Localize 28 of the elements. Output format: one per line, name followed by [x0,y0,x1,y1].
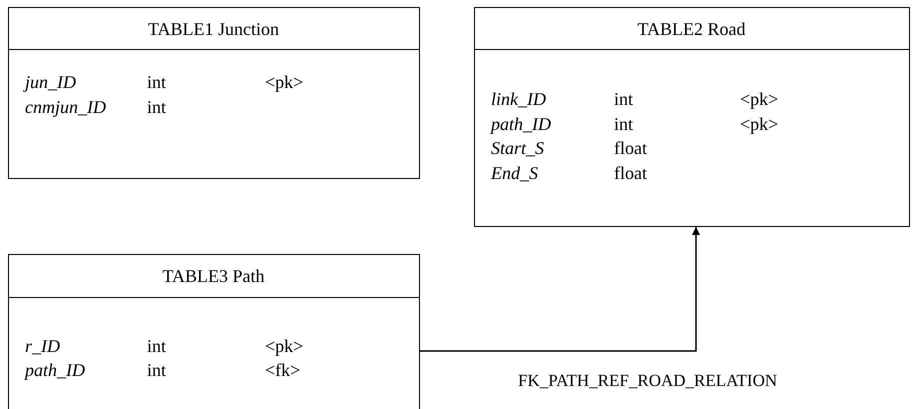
field-name: path_ID [25,360,85,380]
field-name: r_ID [25,336,60,356]
field-name: Start_S [491,138,544,158]
data-type: int [614,89,634,109]
field-name: jun_ID [25,72,76,92]
table-title: TABLE3 Path [161,266,266,286]
field-name: link_ID [491,89,546,109]
data-type: float [614,138,647,158]
key-marker: <pk> [265,336,304,356]
table-title: TABLE1 Junction [146,19,280,39]
table-box [8,254,420,409]
arrow [420,227,700,352]
field-name: path_ID [491,114,551,134]
data-type: int [614,114,634,134]
data-type: int [147,336,166,356]
key-marker: <fk> [265,360,300,380]
key-marker: <pk> [740,89,778,109]
data-type: int [147,360,166,380]
table-title: TABLE2 Road [636,19,747,39]
table-box [8,7,420,179]
table-box [474,7,910,227]
field-name: End_S [491,163,538,183]
field-name: cnmjun_ID [25,97,106,117]
data-type: int [147,97,166,117]
data-type: float [614,163,647,183]
key-marker: <pk> [265,72,304,92]
data-type: int [147,72,166,92]
key-marker: <pk> [740,114,778,134]
